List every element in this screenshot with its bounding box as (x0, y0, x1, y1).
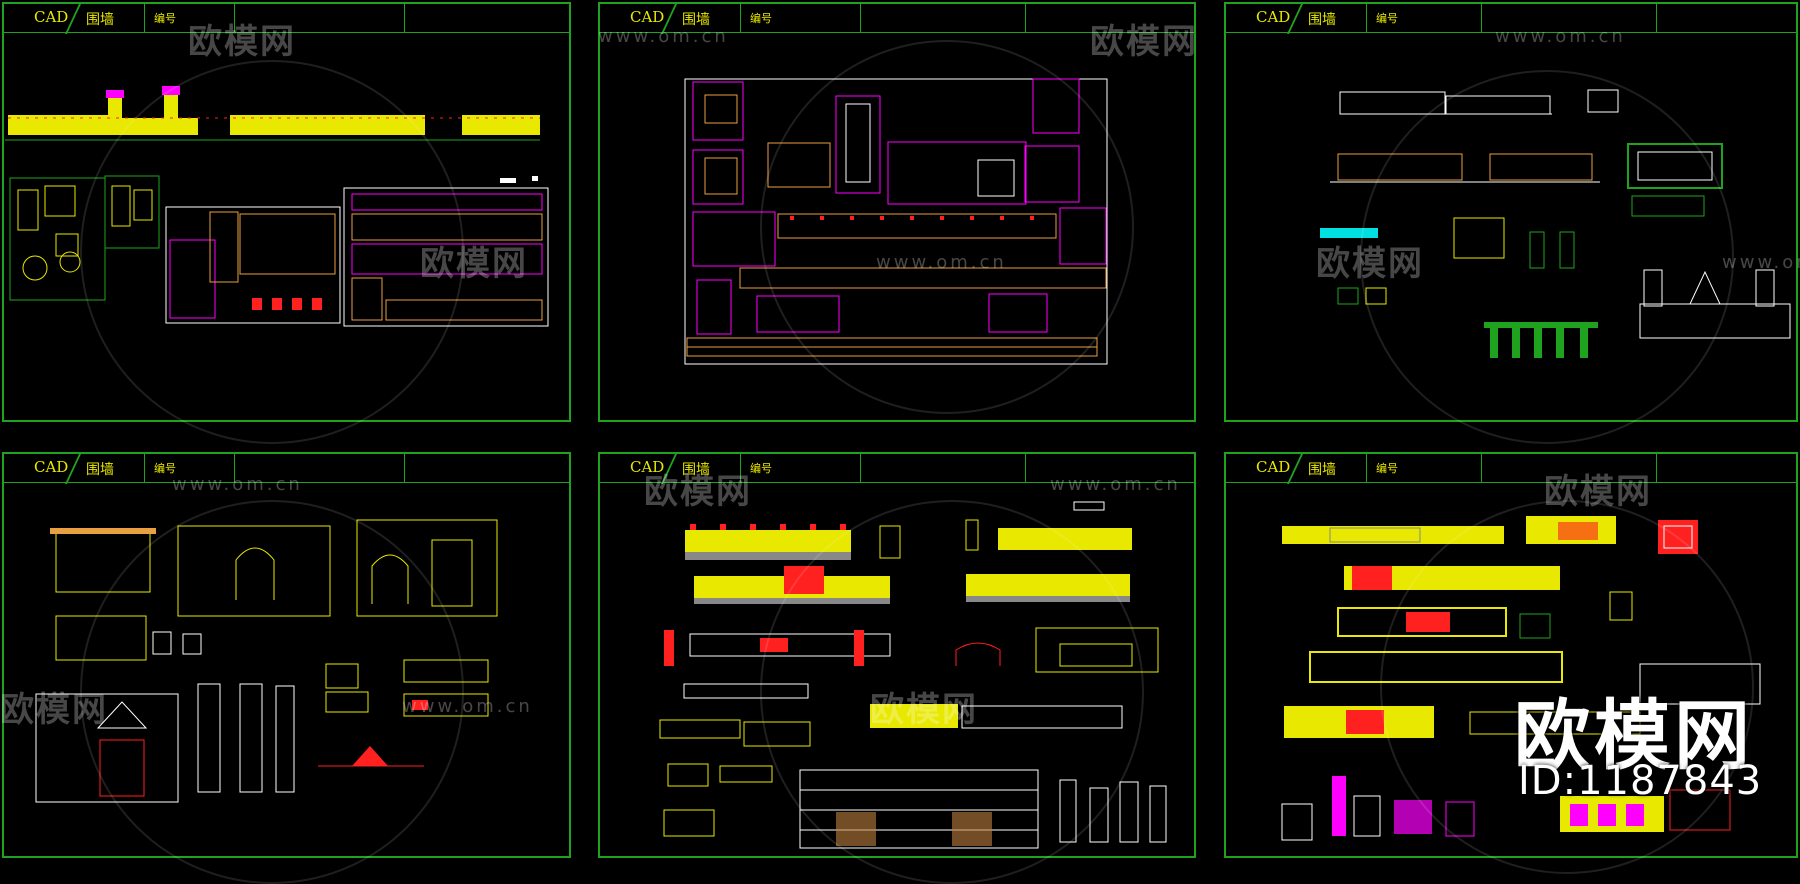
title-cell-divider (234, 454, 235, 482)
drawing-title: 围墙 (1308, 12, 1336, 28)
cad-label: CAD (630, 458, 665, 476)
model-id-label: ID:1187843 (1518, 758, 1763, 804)
watermark-logo: 欧模网 (420, 244, 528, 284)
watermark-circle (1360, 70, 1734, 444)
title-cell-divider (1366, 4, 1367, 32)
cad-label: CAD (34, 458, 69, 476)
watermark-logo: 欧模网 (1544, 472, 1652, 512)
watermark-url: www.om.cn (172, 474, 303, 495)
watermark-logo: 欧模网 (188, 22, 296, 62)
sheet-title-bar: CAD 围墙 编号 (1226, 454, 1796, 484)
title-cell-divider (1656, 454, 1657, 482)
watermark-logo: 欧模网 (0, 690, 108, 730)
title-cell-divider (1025, 4, 1026, 32)
sheet-title-bar: CAD 围墙 编号 (4, 454, 569, 484)
title-cell-divider (1481, 4, 1482, 32)
watermark-logo: 欧模网 (1316, 244, 1424, 284)
drawing-code-label: 编号 (1376, 12, 1398, 25)
title-cell-divider (1481, 454, 1482, 482)
drawing-title: 围墙 (86, 12, 114, 28)
title-cell-divider (144, 4, 145, 32)
watermark-url: www.om.cn (402, 696, 533, 717)
watermark-url: www.om.cn (876, 252, 1007, 273)
title-cell-divider (860, 454, 861, 482)
sheet-title-bar: CAD 围墙 编号 (1226, 4, 1796, 34)
drawing-code-label: 编号 (154, 462, 176, 475)
sheet-title-bar: CAD 围墙 编号 (4, 4, 569, 34)
cad-label: CAD (1256, 458, 1291, 476)
drawing-code-label: 编号 (1376, 462, 1398, 475)
watermark-logo: 欧模网 (644, 472, 752, 512)
watermark-logo: 欧模网 (870, 690, 978, 730)
watermark-circle (80, 500, 464, 884)
title-cell-divider (740, 454, 741, 482)
cad-label: CAD (34, 8, 69, 26)
drawing-title: 围墙 (1308, 462, 1336, 478)
title-cell-divider (1025, 454, 1026, 482)
watermark-circle (80, 60, 464, 444)
watermark-url: www.om.cn (1495, 26, 1626, 47)
title-cell-divider (740, 4, 741, 32)
sheet-title-bar: CAD 围墙 编号 (600, 4, 1194, 34)
watermark-url: www.om.cn (598, 26, 729, 47)
title-cell-divider (860, 4, 861, 32)
title-cell-divider (1366, 454, 1367, 482)
cad-label: CAD (630, 8, 665, 26)
watermark-circle (760, 40, 1134, 414)
watermark-logo: 欧模网 (1090, 22, 1198, 62)
sheet-title-bar: CAD 围墙 编号 (600, 454, 1194, 484)
title-cell-divider (234, 4, 235, 32)
drawing-sheet-2[interactable]: CAD 围墙 编号 (598, 2, 1196, 422)
drawing-title: 围墙 (682, 12, 710, 28)
title-cell-divider (404, 4, 405, 32)
brand-name: 欧模网 (1514, 691, 1754, 780)
watermark-url: www.om.cn (1722, 252, 1800, 273)
drawing-code-label: 编号 (154, 12, 176, 25)
drawing-title: 围墙 (682, 462, 710, 478)
watermark-url: www.om.cn (1050, 474, 1181, 495)
drawing-code-label: 编号 (750, 462, 772, 475)
drawing-code-label: 编号 (750, 12, 772, 25)
cad-label: CAD (1256, 8, 1291, 26)
title-cell-divider (404, 454, 405, 482)
drawing-title: 围墙 (86, 462, 114, 478)
title-cell-divider (1656, 4, 1657, 32)
title-cell-divider (144, 454, 145, 482)
